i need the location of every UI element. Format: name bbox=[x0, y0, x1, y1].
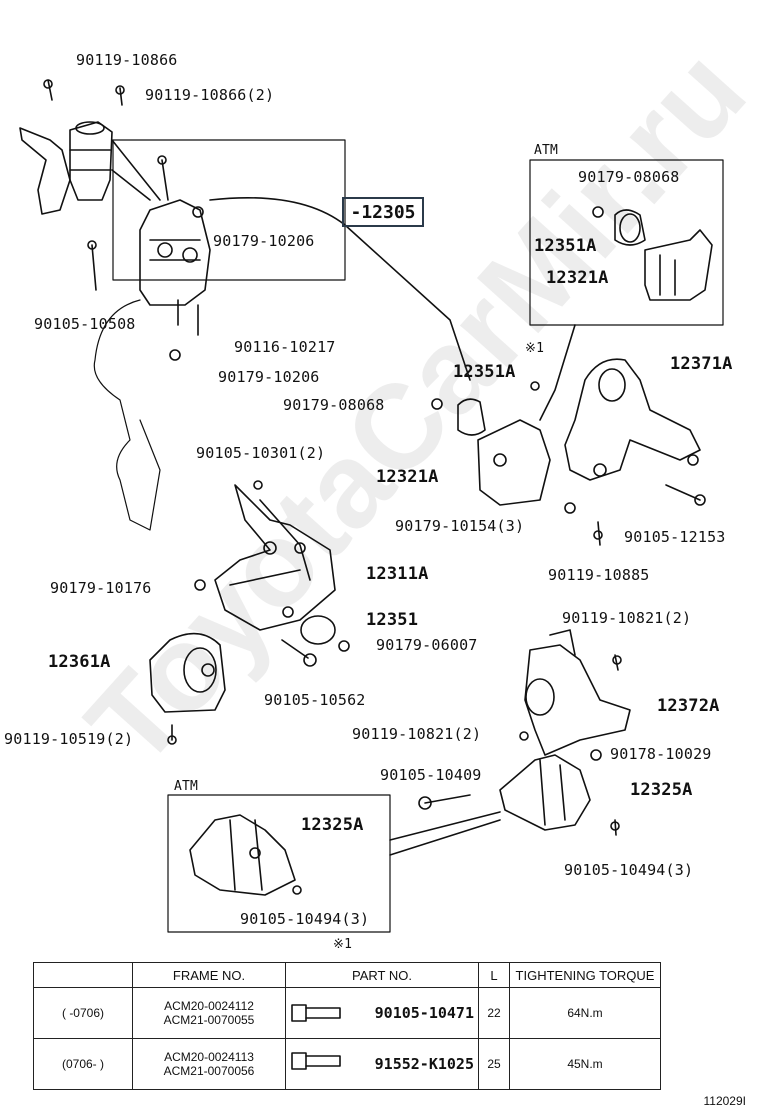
part-label: 12372A bbox=[657, 696, 720, 716]
part-label: 90119-10821(2) bbox=[562, 609, 692, 627]
part-label: 90119-10866 bbox=[76, 51, 178, 69]
table-row: ( -0706) ACM20-0024112 ACM21-0070055 901… bbox=[33, 987, 661, 1039]
table-header bbox=[33, 962, 133, 988]
left-mount-12361 bbox=[149, 632, 226, 745]
upper-left-mount bbox=[19, 79, 161, 215]
engine-mount-bracket bbox=[87, 139, 471, 381]
frame-number: ACM20-0024113 bbox=[164, 1050, 254, 1064]
part-label: 90179-08068 bbox=[578, 168, 680, 186]
part-label: 12325A bbox=[301, 815, 364, 835]
part-label: 90178-10029 bbox=[610, 745, 712, 763]
frame-number: ACM20-0024112 bbox=[164, 999, 254, 1013]
diagram-code: 112029I bbox=[703, 1094, 747, 1108]
part-label: 90119-10821(2) bbox=[352, 725, 482, 743]
length-cell: 25 bbox=[478, 1038, 510, 1090]
part-label: 90179-10154(3) bbox=[395, 517, 525, 535]
part-label: 90105-10494(3) bbox=[564, 861, 694, 879]
torque-cell: 64N.m bbox=[509, 987, 661, 1039]
table-header: PART NO. bbox=[285, 962, 479, 988]
part-label: 90179-06007 bbox=[376, 636, 478, 654]
part-number: 91552-K1025 bbox=[374, 1055, 474, 1073]
part-number: 90105-10471 bbox=[374, 1004, 474, 1022]
part-label: 12351A bbox=[453, 362, 516, 382]
range-cell: (0706- ) bbox=[33, 1038, 133, 1090]
part-label: 90179-08068 bbox=[283, 396, 385, 414]
part-label: 12361A bbox=[48, 652, 111, 672]
right-mount-group bbox=[431, 358, 706, 546]
bracket-12325 bbox=[418, 754, 620, 836]
assembly-callout: -12305 bbox=[342, 197, 424, 227]
table-row: (0706- ) ACM20-0024113 ACM21-0070056 915… bbox=[33, 1038, 661, 1090]
frame-cell: ACM20-0024112 ACM21-0070055 bbox=[132, 987, 286, 1039]
part-label: 90105-10562 bbox=[264, 691, 366, 709]
part-label: 90105-12153 bbox=[624, 528, 726, 546]
engine-outline bbox=[93, 299, 161, 531]
part-label: 90119-10519(2) bbox=[4, 730, 134, 748]
table-header-row: FRAME NO. PART NO. L TIGHTENING TORQUE bbox=[33, 962, 661, 988]
part-label: 90105-10508 bbox=[34, 315, 136, 333]
frame-number: ACM21-0070055 bbox=[163, 1013, 255, 1027]
atm-inset-upper bbox=[529, 159, 724, 421]
atm-label: ATM bbox=[534, 143, 559, 158]
table-header: TIGHTENING TORQUE bbox=[509, 962, 661, 988]
part-label: 12321A bbox=[546, 268, 609, 288]
part-label: 90179-10206 bbox=[218, 368, 320, 386]
center-bracket bbox=[194, 480, 350, 667]
part-number-cell: 90105-10471 bbox=[285, 987, 479, 1039]
torque-cell: 45N.m bbox=[509, 1038, 661, 1090]
part-label: 90119-10866(2) bbox=[145, 86, 275, 104]
atm-label: ATM bbox=[174, 779, 199, 794]
part-number-cell: 91552-K1025 bbox=[285, 1038, 479, 1090]
frame-cell: ACM20-0024113 ACM21-0070056 bbox=[132, 1038, 286, 1090]
part-label: 90105-10301(2) bbox=[196, 444, 326, 462]
part-label: 12325A bbox=[630, 780, 693, 800]
part-label: 12311A bbox=[366, 564, 429, 584]
frame-number: ACM21-0070056 bbox=[163, 1064, 255, 1078]
footnote-marker: ※1 bbox=[525, 341, 545, 356]
footnote-marker: ※1 bbox=[333, 937, 353, 952]
part-label: 12351 bbox=[366, 610, 419, 630]
part-label: 12321A bbox=[376, 467, 439, 487]
part-label: 90105-10494(3) bbox=[240, 910, 370, 928]
part-label: 90179-10206 bbox=[213, 232, 315, 250]
part-label: 90116-10217 bbox=[234, 338, 336, 356]
range-cell: ( -0706) bbox=[33, 987, 133, 1039]
table-header: FRAME NO. bbox=[132, 962, 286, 988]
table-header: L bbox=[478, 962, 510, 988]
part-label: 12371A bbox=[670, 354, 733, 374]
length-cell: 22 bbox=[478, 987, 510, 1039]
part-label: 90179-10176 bbox=[50, 579, 152, 597]
part-label: 12351A bbox=[534, 236, 597, 256]
mount-12372 bbox=[519, 629, 631, 761]
part-label: 90119-10885 bbox=[548, 566, 650, 584]
specification-table: FRAME NO. PART NO. L TIGHTENING TORQUE (… bbox=[33, 962, 661, 1090]
part-label: 90105-10409 bbox=[380, 766, 482, 784]
atm-inset-lower bbox=[167, 794, 501, 933]
